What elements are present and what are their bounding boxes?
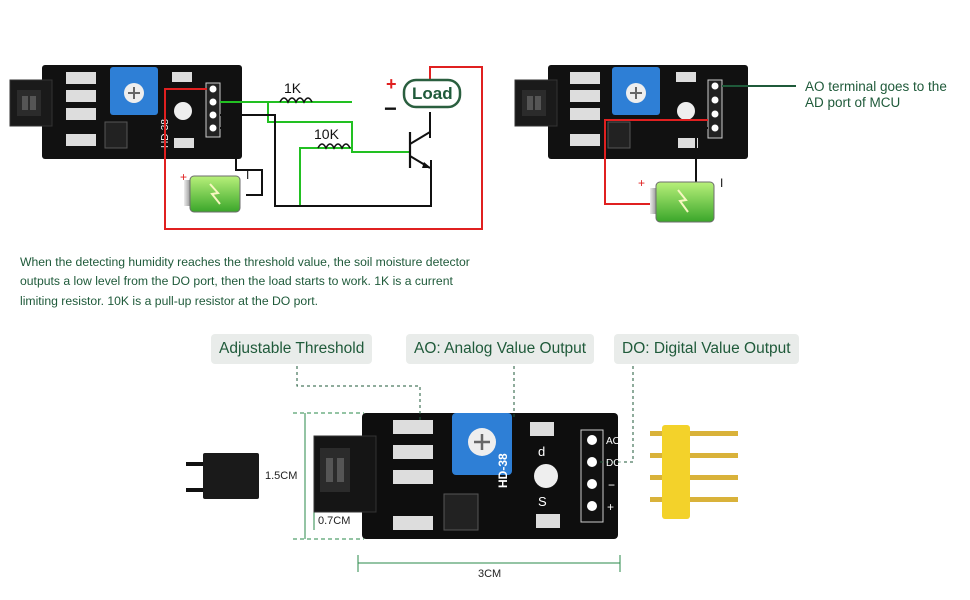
description: When the detecting humidity reaches the … [20, 253, 520, 311]
load-label: Load [412, 84, 453, 103]
pin-label-ao: AO [606, 436, 621, 447]
pin-label-do: DO [606, 458, 621, 469]
wire-green-1 [220, 101, 410, 153]
wire-red-2 [604, 119, 708, 205]
circuit-1: HD-38 [9, 65, 483, 230]
battery1-minus: I [246, 168, 250, 182]
description-line-3: limiting resistor. 10K is a pull-up resi… [20, 293, 319, 308]
dimension-offset: 0.7CM [318, 515, 351, 527]
minus-sign: − [384, 96, 397, 121]
battery2-minus: I [720, 176, 724, 190]
resistor-10k-label: 10K [314, 126, 339, 142]
plus-sign: + [386, 74, 397, 94]
pin-header [650, 425, 738, 519]
load-box [402, 78, 462, 109]
resistor-1k-label: 1K [284, 80, 302, 96]
board-small-2 [514, 65, 748, 159]
board-large [186, 366, 634, 572]
board-model-label: HD-38 [496, 453, 510, 488]
ao-note: AO terminal goes to the AD port of MCU [805, 79, 947, 111]
transistor [408, 131, 431, 169]
battery-2 [650, 181, 715, 223]
callout-threshold: Adjustable Threshold [211, 334, 373, 364]
pin-label-plus: + [607, 500, 615, 514]
battery-1 [184, 175, 241, 213]
ao-note-line-1: AO terminal goes to the [805, 79, 947, 94]
wire-red-1 [164, 66, 483, 230]
description-line-1: When the detecting humidity reaches the … [20, 255, 470, 269]
dimension-width: 3CM [478, 568, 502, 580]
circuit-2 [514, 65, 796, 223]
description-line-2: outputs a low level from the DO port, th… [20, 274, 453, 289]
resistor-10k [317, 143, 351, 150]
board-small-1: HD-38 [9, 65, 242, 159]
pin-label-minus: − [608, 478, 616, 492]
led-label-d: d [538, 444, 546, 459]
wire-black-2 [220, 127, 263, 196]
dimension-height: 1.5CM [265, 470, 298, 482]
battery2-plus: + [638, 176, 646, 190]
callout-ao: AO: Analog Value Output [406, 334, 595, 364]
callout-do: DO: Digital Value Output [614, 334, 799, 364]
battery1-plus: + [180, 170, 188, 184]
wire-black-1 [220, 114, 432, 207]
ao-note-line-2: AD port of MCU [805, 95, 901, 110]
led-label-s: S [538, 494, 547, 509]
resistor-1k [279, 97, 313, 104]
